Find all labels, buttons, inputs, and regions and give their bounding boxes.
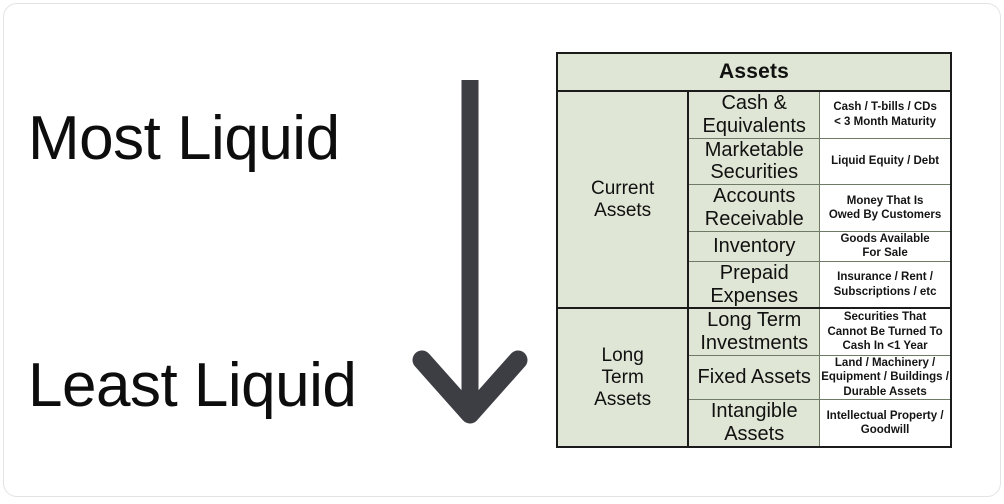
asset-item-line: Marketable xyxy=(704,138,804,161)
asset-item-line: Inventory xyxy=(713,234,796,257)
asset-desc-line: Cannot Be Turned To xyxy=(827,325,943,338)
group-label-long-term-assets: Long Term Assets xyxy=(556,307,690,448)
table-row: Accounts Receivable Money That Is Owed B… xyxy=(557,184,952,232)
asset-desc-long-term-investments: Securities That Cannot Be Turned To Cash… xyxy=(819,307,952,356)
asset-desc-line: Durable Assets xyxy=(843,385,927,398)
asset-desc-line: Goods Available xyxy=(840,232,930,245)
table-row: Current Assets Cash & Equivalents Cash /… xyxy=(556,90,952,309)
asset-item-line: Long Term xyxy=(707,309,802,332)
table-row: Inventory Goods Available For Sale xyxy=(557,230,952,262)
asset-desc-cash-equivalents: Cash / T-bills / CDs < 3 Month Maturity xyxy=(819,90,952,139)
asset-desc-prepaid-expenses: Insurance / Rent / Subscriptions / etc xyxy=(819,260,952,309)
asset-desc-line: Equipment / Buildings / xyxy=(821,371,949,384)
asset-item-line: Cash & xyxy=(721,92,788,114)
least-liquid-label: Least Liquid xyxy=(28,351,357,420)
table-row: Fixed Assets Land / Machinery / Equipmen… xyxy=(557,354,952,401)
asset-desc-line: Owed By Customers xyxy=(828,208,942,221)
asset-item-long-term-investments: Long Term Investments xyxy=(687,307,821,356)
asset-item-fixed-assets: Fixed Assets xyxy=(687,354,821,401)
asset-desc-inventory: Goods Available For Sale xyxy=(819,230,952,262)
most-liquid-label: Most Liquid xyxy=(28,104,340,173)
asset-desc-line: Securities That xyxy=(843,311,927,324)
group-label-line: Current xyxy=(590,177,655,199)
asset-item-prepaid-expenses: Prepaid Expenses xyxy=(687,260,821,309)
asset-item-line: Investments xyxy=(700,332,809,355)
asset-desc-line: Subscriptions / etc xyxy=(833,285,937,298)
table-row: Long Term Assets Long Term Investments S… xyxy=(556,307,952,448)
asset-item-intangible-assets: Intangible Assets xyxy=(687,399,821,448)
group-label-line: Assets xyxy=(594,199,652,221)
down-arrow-icon xyxy=(412,80,528,424)
table-header-row: Assets xyxy=(556,52,952,92)
asset-desc-line: Liquid Equity / Debt xyxy=(831,155,940,168)
assets-table: Assets Current Assets Cash & Equivalents… xyxy=(556,52,952,448)
asset-item-line: Receivable xyxy=(704,207,804,230)
asset-item-marketable-securities: Marketable Securities xyxy=(687,137,821,186)
asset-desc-fixed-assets: Land / Machinery / Equipment / Buildings… xyxy=(819,354,952,401)
asset-desc-line: Intellectual Property / xyxy=(826,409,944,422)
asset-desc-line: For Sale xyxy=(862,247,908,260)
table-row: Marketable Securities Liquid Equity / De… xyxy=(557,137,952,186)
asset-item-line: Prepaid Expenses xyxy=(710,261,799,307)
asset-desc-marketable-securities: Liquid Equity / Debt xyxy=(819,137,952,186)
group-label-line: Assets xyxy=(594,388,652,410)
asset-item-line: Intangible Assets xyxy=(710,400,798,446)
group-label-line: Term xyxy=(601,366,644,388)
assets-table-title: Assets xyxy=(556,52,952,92)
asset-desc-line: < 3 Month Maturity xyxy=(834,115,937,128)
table-row: Intangible Assets Intellectual Property … xyxy=(557,399,952,448)
asset-desc-line: Money That Is xyxy=(846,194,924,207)
asset-desc-intangible-assets: Intellectual Property / Goodwill xyxy=(819,399,952,448)
asset-desc-accounts-receivable: Money That Is Owed By Customers xyxy=(819,184,952,232)
asset-item-line: Equivalents xyxy=(702,114,806,137)
asset-desc-line: Goodwill xyxy=(860,424,910,437)
asset-item-accounts-receivable: Accounts Receivable xyxy=(687,184,821,232)
table-row: Prepaid Expenses Insurance / Rent / Subs… xyxy=(557,260,952,309)
asset-desc-line: Cash In <1 Year xyxy=(842,340,928,353)
group-label-line: Long xyxy=(601,344,644,366)
asset-desc-line: Land / Machinery / xyxy=(834,356,936,369)
group-label-current-assets: Current Assets xyxy=(556,90,690,309)
asset-item-cash-equivalents: Cash & Equivalents xyxy=(687,90,821,139)
asset-item-inventory: Inventory xyxy=(687,230,821,262)
asset-item-line: Accounts xyxy=(713,185,796,208)
asset-desc-line: Cash / T-bills / CDs xyxy=(833,101,937,114)
asset-desc-line: Insurance / Rent / xyxy=(837,271,933,284)
asset-item-line: Fixed Assets xyxy=(697,366,811,389)
asset-item-line: Securities xyxy=(710,161,799,184)
